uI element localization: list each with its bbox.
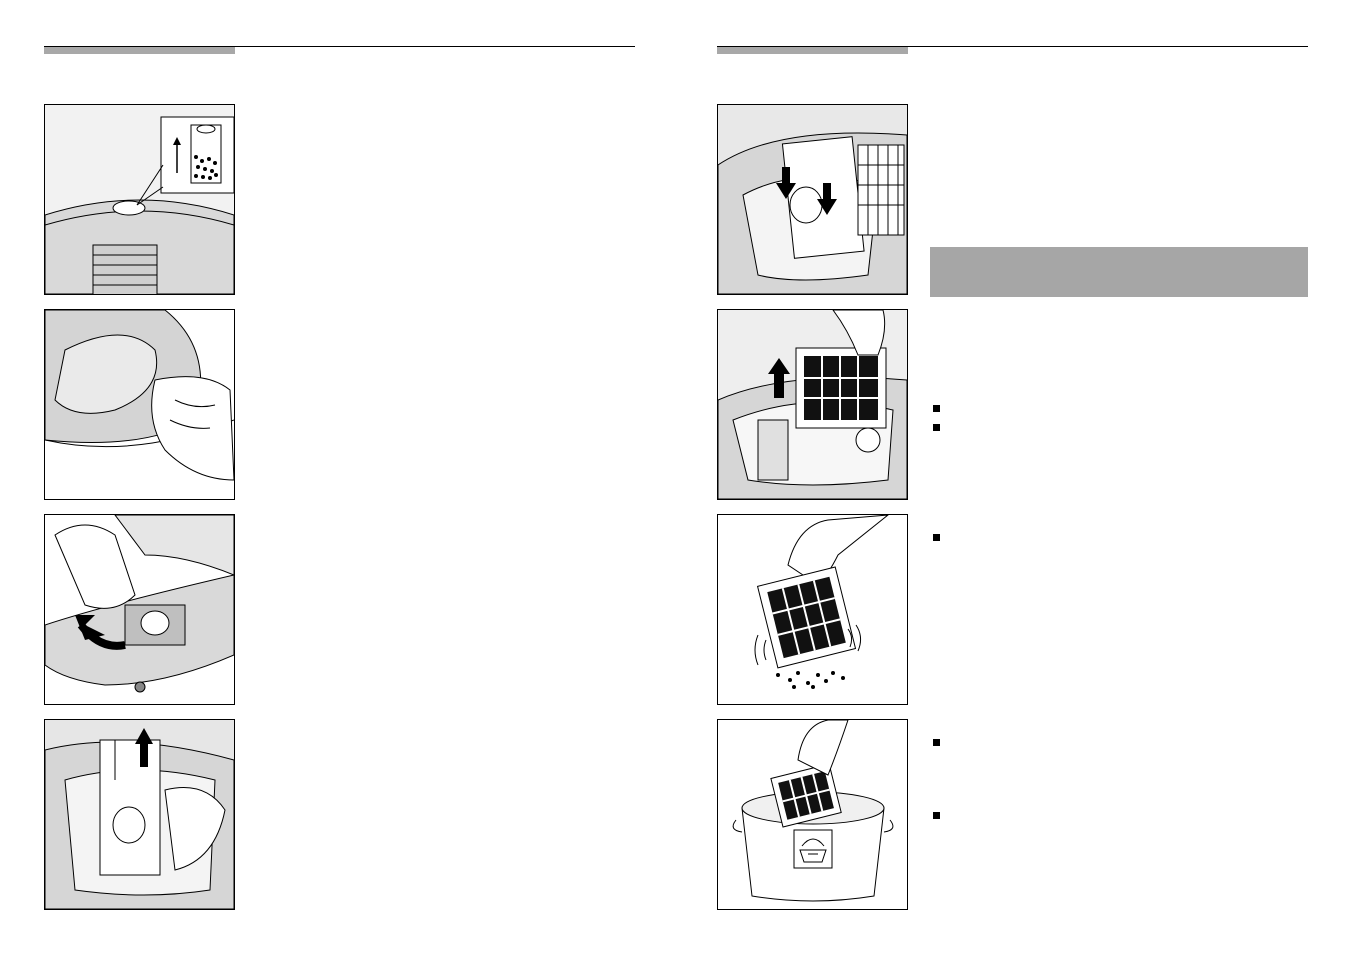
list-bullet [933,534,940,541]
remove-filter-figure [717,309,908,500]
right-header-rule [717,46,1308,47]
pull-out-dust-bag-figure [44,719,235,910]
section-heading-band [930,247,1308,297]
insert-new-bag-figure [717,104,908,295]
remove-bag-holder-figure [44,514,235,705]
left-header-rule [44,46,635,47]
list-bullet [933,405,940,412]
list-bullet [933,739,940,746]
open-lid-figure [44,309,235,500]
shake-filter-figure [717,514,908,705]
list-bullet [933,424,940,431]
right-header-tab [717,46,908,54]
bag-full-indicator-figure [44,104,235,295]
left-header-tab [44,46,235,54]
list-bullet [933,812,940,819]
wash-filter-figure [717,719,908,910]
